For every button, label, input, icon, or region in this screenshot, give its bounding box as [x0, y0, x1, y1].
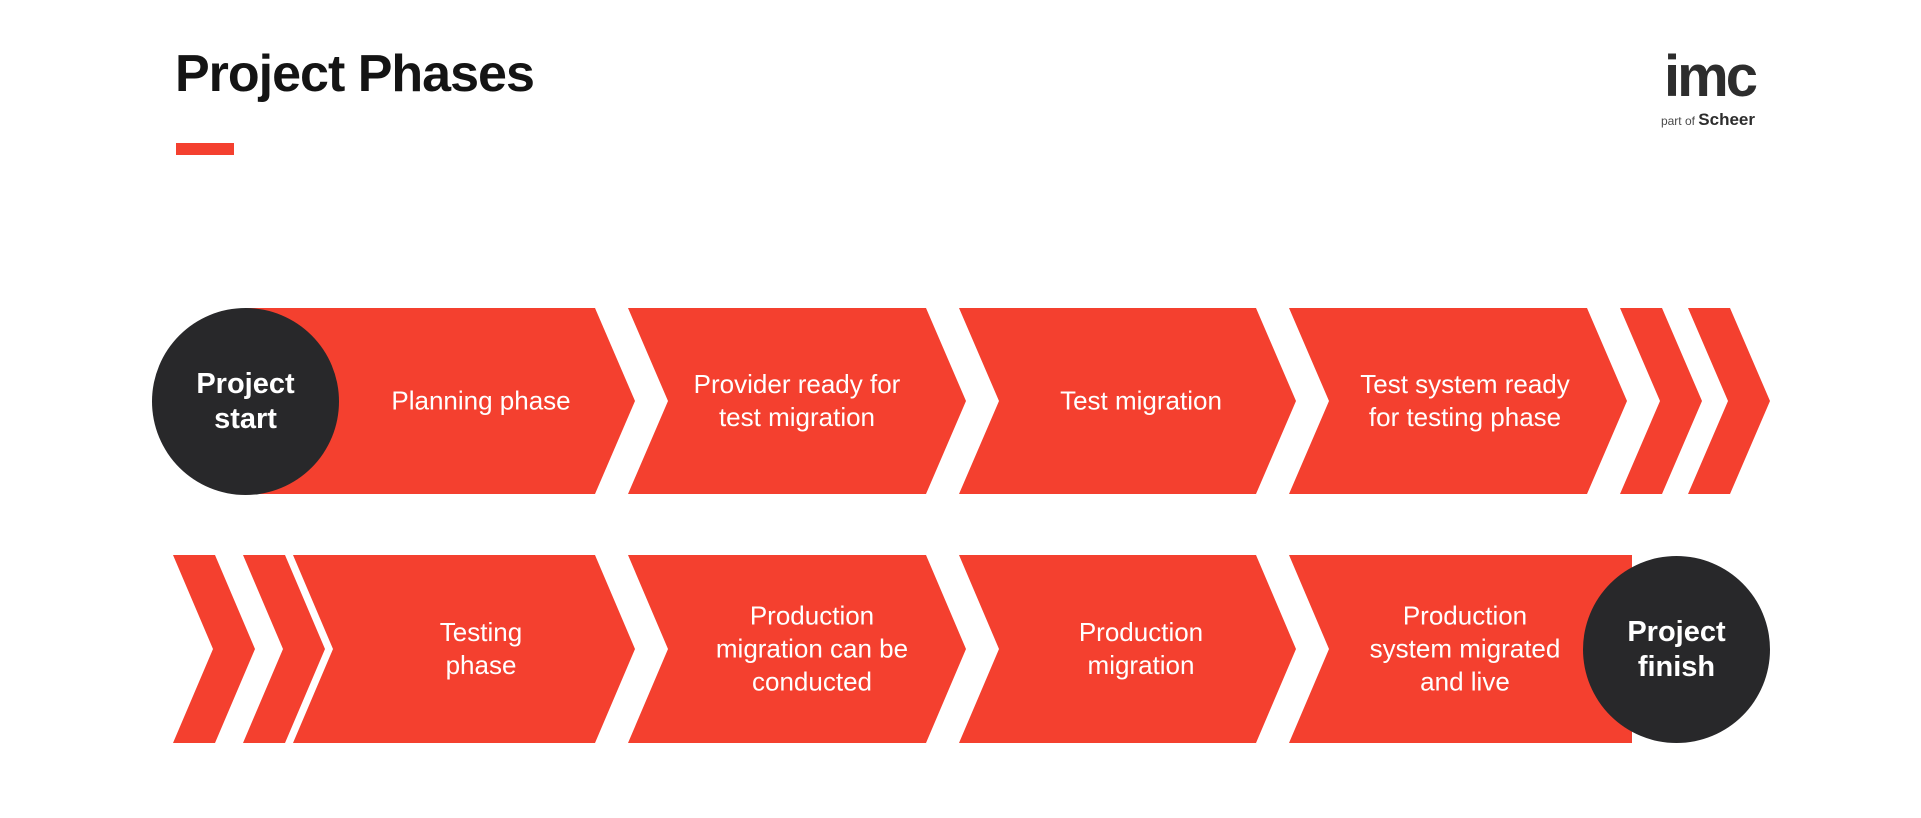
page-title: Project Phases [175, 45, 535, 103]
phase-label-test-migration: Test migration [1060, 385, 1222, 416]
project-start-circle: Project start [152, 308, 339, 495]
double-chevron-right-icon [173, 555, 255, 743]
arrow-provider-ready [628, 308, 966, 494]
process-row-2: Testing phase Production migration can b… [0, 555, 1921, 743]
arrow-test-system-ready [1289, 308, 1627, 494]
arrow-test-migration [959, 308, 1296, 494]
imc-logo-wordmark: imc [1664, 44, 1758, 109]
double-chevron-right-icon [1620, 308, 1702, 494]
arrow-production-migration [959, 555, 1296, 743]
imc-logo: imc part of Scheer [1661, 44, 1758, 129]
phase-label-production-live: Production system migrated and live [1369, 600, 1561, 697]
phase-label-planning: Planning phase [391, 385, 571, 416]
logo-scheer-text: Scheer [1698, 110, 1755, 129]
process-row-1: Planning phase Provider ready for test m… [0, 308, 1921, 495]
phase-label-production-migration: Production migration [1078, 617, 1204, 680]
arrow-testing-phase [293, 555, 635, 743]
title-underline [176, 143, 234, 155]
project-finish-circle: Project finish [1583, 556, 1770, 743]
imc-logo-tagline: part of Scheer [1661, 111, 1755, 129]
arrow-production-migration-conducted [628, 555, 966, 743]
phase-label-production-conducted: Production migration can be conducted [715, 600, 909, 697]
phase-label-testing-phase: Testing phase [439, 617, 523, 680]
arrow-production-system-live [1289, 555, 1632, 743]
phase-label-test-system: Test system ready for testing phase [1360, 369, 1570, 432]
phase-label-provider-ready: Provider ready for test migration [693, 369, 901, 432]
logo-part-of-text: part of [1660, 114, 1699, 128]
